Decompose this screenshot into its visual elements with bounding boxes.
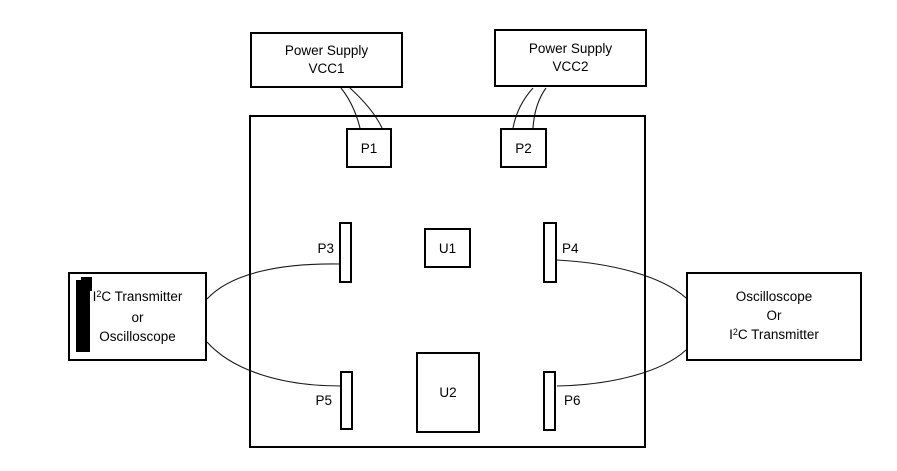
power-supply-vcc2-label: Power Supply — [528, 41, 613, 56]
component-u1-box: U1 — [424, 228, 471, 268]
component-u2-box: U2 — [416, 352, 480, 433]
ink-smudge-artifact — [76, 290, 90, 352]
connector-p6-label: P6 — [564, 393, 581, 408]
power-supply-vcc1-name: VCC1 — [308, 61, 345, 76]
connector-p4-label: P4 — [562, 241, 579, 256]
ink-smudge-artifact — [81, 277, 92, 291]
power-supply-vcc2-box: Power Supply VCC2 — [494, 29, 647, 87]
left-instrument-line2: or — [131, 310, 144, 325]
connector-p4 — [543, 222, 557, 283]
left-instrument-line3: Oscilloscope — [99, 329, 176, 344]
connector-p1-box: P1 — [346, 128, 392, 168]
right-instrument-line1: Oscilloscope — [735, 289, 813, 304]
right-instrument-i2c-sup: 2 — [732, 326, 738, 337]
left-instrument-i2c-base: I — [92, 289, 97, 304]
power-supply-vcc1-label: Power Supply — [284, 43, 369, 58]
connector-p1-label: P1 — [360, 140, 378, 156]
left-instrument-box: I2C Transmitter or Oscilloscope — [68, 272, 207, 361]
left-instrument-i2c-rest: C Transmitter — [101, 289, 183, 304]
right-instrument-line3: I2C Transmitter — [729, 325, 819, 346]
right-instrument-i2c-rest: C Transmitter — [737, 327, 819, 342]
right-instrument-box: Oscilloscope Or I2C Transmitter — [686, 272, 862, 361]
connector-p6 — [543, 371, 556, 431]
right-instrument-i2c-base: I — [729, 327, 733, 342]
connector-p2-label: P2 — [515, 140, 532, 156]
component-u2-label: U2 — [439, 385, 457, 400]
connector-p5-label: P5 — [315, 393, 332, 408]
connector-p5 — [340, 371, 353, 430]
connector-p3-label: P3 — [317, 241, 334, 256]
left-instrument-line1: I2C Transmitter — [93, 287, 183, 308]
right-instrument-line2: Or — [766, 308, 782, 323]
evaluation-board-outline — [249, 115, 646, 448]
ink-smudge-artifact — [76, 280, 83, 292]
power-supply-vcc2-name: VCC2 — [552, 59, 589, 74]
left-instrument-i2c-sup: 2 — [96, 288, 102, 299]
power-supply-vcc1-box: Power Supply VCC1 — [250, 32, 403, 88]
connector-p2-box: P2 — [500, 128, 547, 168]
connector-p3 — [339, 222, 352, 283]
component-u1-label: U1 — [438, 240, 457, 256]
